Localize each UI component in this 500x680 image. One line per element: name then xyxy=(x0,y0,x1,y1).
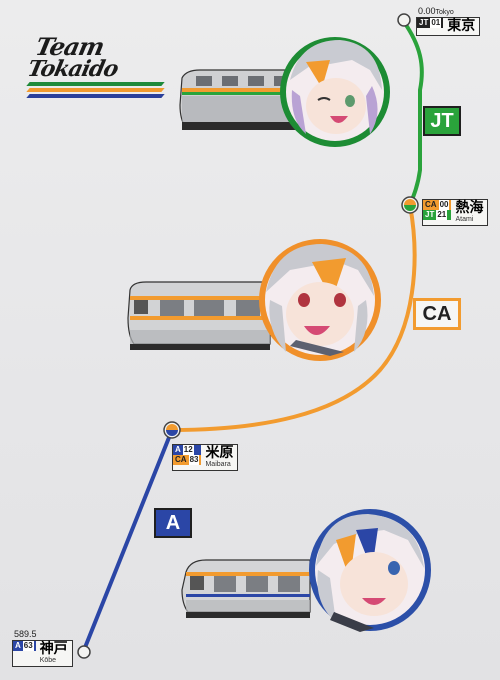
code-badge: A 12 xyxy=(173,445,202,455)
train-illustration-jt xyxy=(179,69,301,130)
jt-line-path xyxy=(402,20,424,206)
station-name-romaji: Kōbe xyxy=(39,657,57,664)
character-portrait-jt xyxy=(280,37,390,147)
station-sign-maibara: A 12 CA 83 米原 Maibara xyxy=(172,444,239,471)
code-badge: CA 00 xyxy=(423,200,452,210)
station-name-kanji: 東京 xyxy=(447,18,476,34)
ca-line-path xyxy=(171,204,417,432)
station-name-kanji: 神戸 xyxy=(39,641,68,657)
station-name-romaji: Atami xyxy=(455,216,474,223)
station-marker-kobe xyxy=(77,645,91,659)
station-name-romaji: Maibara xyxy=(205,461,231,468)
character-portrait-ca xyxy=(259,239,381,361)
station-sign-tokyo: JT 01 東京 xyxy=(416,17,481,36)
station-sign-atami: CA 00 JT 21 熱海 Atami xyxy=(422,199,489,226)
station-marker-maibara xyxy=(163,421,181,439)
a-line-badge: A xyxy=(154,508,192,538)
a-line-path xyxy=(82,429,174,651)
train-illustration-ca xyxy=(127,281,271,350)
station-name-kanji: 米原 xyxy=(205,445,234,461)
code-badge: CA 83 xyxy=(173,455,202,465)
code-badge: JT 01 xyxy=(417,18,444,28)
station-marker-atami xyxy=(401,196,419,214)
ca-line-badge: CA xyxy=(413,298,461,330)
station-sign-kobe: A 63 神戸 Kōbe xyxy=(12,640,73,667)
jt-line-badge: JT xyxy=(423,106,461,136)
train-illustration-a xyxy=(181,559,311,618)
tokyo-km-post: 0.00Tokyo xyxy=(418,6,454,16)
kobe-km-post: 589.5 xyxy=(14,629,37,639)
code-badge: A 63 xyxy=(13,641,36,651)
station-marker-tokyo xyxy=(397,13,411,27)
station-name-kanji: 熱海 xyxy=(455,200,484,216)
character-portrait-a xyxy=(309,509,431,632)
code-badge: JT 21 xyxy=(423,210,452,220)
